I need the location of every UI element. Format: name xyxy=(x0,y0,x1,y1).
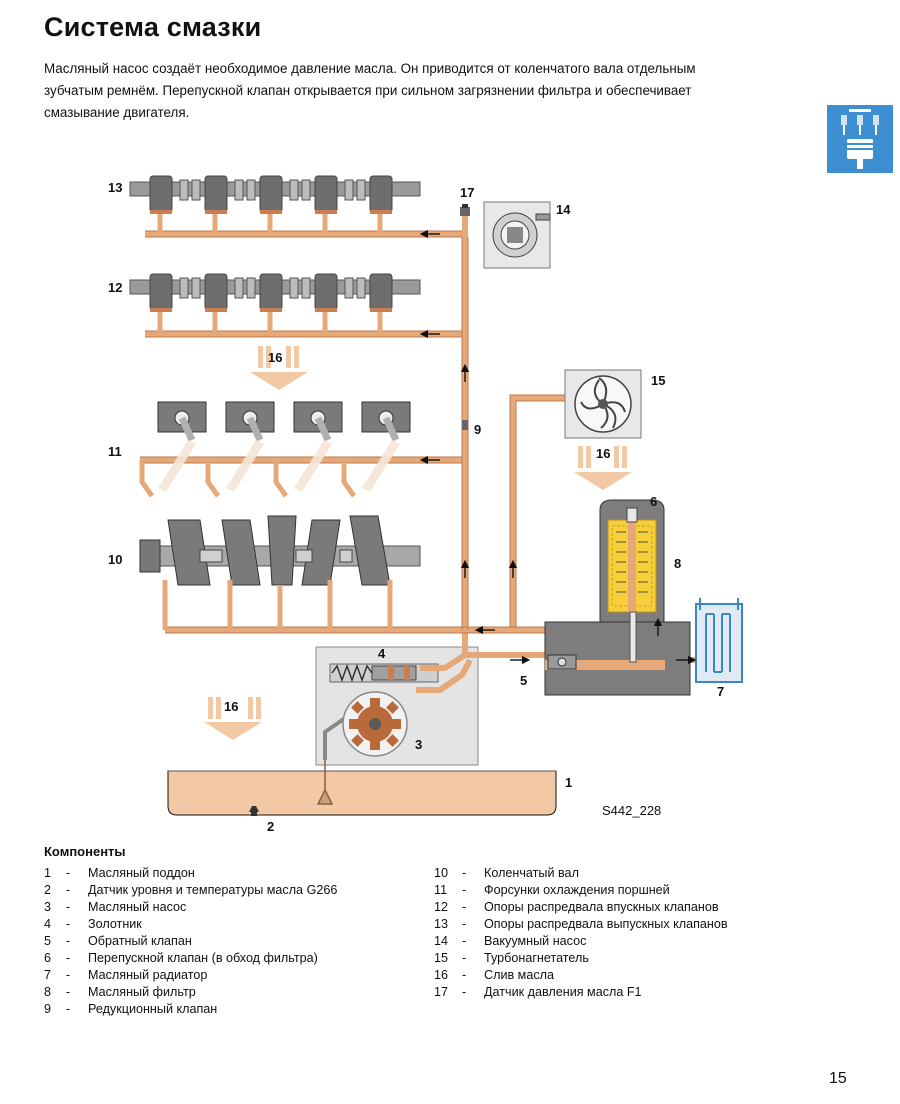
vacuum-pump xyxy=(483,201,551,269)
oil-level-sensor xyxy=(249,806,259,816)
figure-code: S442_228 xyxy=(602,803,661,818)
crankshaft xyxy=(139,515,421,586)
intro-line: смазывание двигателя. xyxy=(44,105,190,120)
intro-line: Масляный насос создаёт необходимое давле… xyxy=(44,61,696,76)
list-item: 5-Обратный клапан xyxy=(44,934,192,948)
list-item: 3-Масляный насос xyxy=(44,900,187,914)
control-piston xyxy=(329,663,439,683)
camshaft-exhaust xyxy=(129,175,421,214)
reducing-valve xyxy=(462,420,468,430)
label-10: 10 xyxy=(108,552,122,567)
label-3: 3 xyxy=(415,737,422,752)
label-14: 14 xyxy=(556,202,571,217)
callout-labels: 13 12 11 10 16 16 16 17 14 15 9 6 8 4 5 … xyxy=(108,180,724,834)
label-12: 12 xyxy=(108,280,122,295)
camshaft-12-feeders xyxy=(157,310,383,334)
components-heading: Компоненты xyxy=(44,844,126,859)
list-item: 11-Форсунки охлаждения поршней xyxy=(434,883,670,897)
list-item: 15-Турбонагнетатель xyxy=(434,951,589,965)
flow-arrows xyxy=(419,229,697,665)
lubrication-diagram: 13 12 11 10 16 16 16 17 14 15 9 6 8 4 5 … xyxy=(108,175,743,834)
pistons xyxy=(157,401,411,492)
crankshaft-feeders xyxy=(162,580,393,630)
oil-drain-arrows xyxy=(204,346,632,740)
label-16c: 16 xyxy=(224,699,238,714)
label-13: 13 xyxy=(108,180,122,195)
oil-radiator xyxy=(695,598,743,683)
oil-filter-housing xyxy=(544,499,691,696)
list-item: 14-Вакуумный насос xyxy=(434,934,587,948)
oil-sump xyxy=(167,770,557,816)
list-item: 9-Редукционный клапан xyxy=(44,1002,218,1016)
page-title: Система смазки xyxy=(44,12,262,42)
engine-chapter-icon xyxy=(827,105,893,173)
label-5: 5 xyxy=(520,673,527,688)
page-number: 15 xyxy=(829,1070,847,1087)
piston-cooling-jets xyxy=(139,460,357,498)
label-1: 1 xyxy=(565,775,572,790)
label-2: 2 xyxy=(267,819,274,834)
camshaft-13-feeders xyxy=(157,212,383,234)
label-16a: 16 xyxy=(268,350,282,365)
turbocharger xyxy=(564,369,642,439)
list-item: 8-Масляный фильтр xyxy=(44,985,196,999)
intro-text: Масляный насос создаёт необходимое давле… xyxy=(44,58,764,124)
list-item: 10-Коленчатый вал xyxy=(434,866,579,880)
label-11: 11 xyxy=(108,444,122,459)
oil-pump-gear xyxy=(349,698,401,750)
label-6: 6 xyxy=(650,494,657,509)
intro-line: зубчатым ремнём. Перепускной клапан откр… xyxy=(44,83,692,98)
list-item: 12-Опоры распредвала впускных клапанов xyxy=(434,900,719,914)
label-7: 7 xyxy=(717,684,724,699)
camshaft-intake xyxy=(129,273,421,312)
list-item: 13-Опоры распредвала выпускных клапанов xyxy=(434,917,728,931)
list-item: 16-Слив масла xyxy=(434,968,554,982)
label-16b: 16 xyxy=(596,446,610,461)
list-item: 4-Золотник xyxy=(44,917,142,931)
list-item: 1-Масляный поддон xyxy=(44,866,195,880)
components-list-right: 10-Коленчатый вал 11-Форсунки охлаждения… xyxy=(434,865,728,1001)
list-item: 7-Масляный радиатор xyxy=(44,968,208,982)
label-8: 8 xyxy=(674,556,681,571)
label-4: 4 xyxy=(378,646,386,661)
label-9: 9 xyxy=(474,422,481,437)
list-item: 2-Датчик уровня и температуры масла G266 xyxy=(44,883,338,897)
list-item: 6-Перепускной клапан (в обход фильтра) xyxy=(44,951,318,965)
components-list-left: 1-Масляный поддон 2-Датчик уровня и темп… xyxy=(44,865,337,1018)
label-17: 17 xyxy=(460,185,474,200)
oil-pressure-sensor xyxy=(460,204,470,216)
oil-line-outlines xyxy=(140,230,565,634)
label-15: 15 xyxy=(651,373,665,388)
list-item: 17-Датчик давления масла F1 xyxy=(434,985,642,999)
